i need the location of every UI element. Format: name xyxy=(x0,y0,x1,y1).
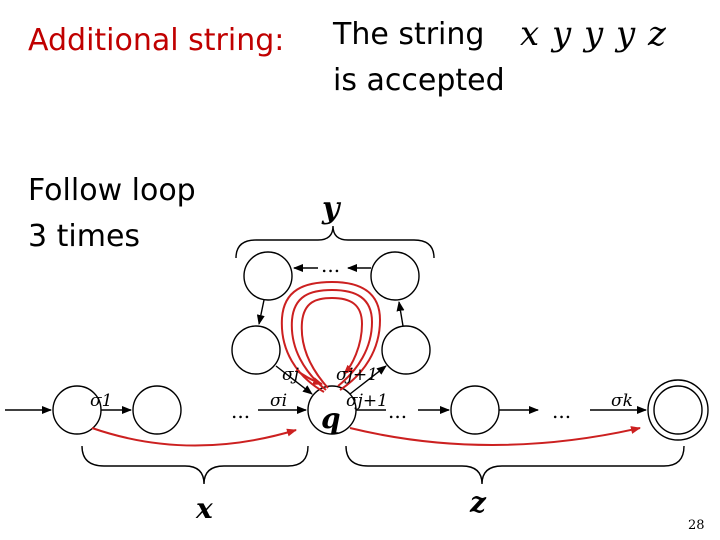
string-xyyyz: x y y y z xyxy=(520,14,666,54)
additional-string-label: Additional string: xyxy=(28,23,285,58)
accepted-line-1: The string xyxy=(333,17,485,52)
label-sigma-j: σj xyxy=(282,365,300,385)
bottom-brace-z xyxy=(345,445,685,485)
label-sigma-k: σk xyxy=(611,391,633,411)
label-sigma-j1-top: σj+1 xyxy=(336,365,378,385)
ellipsis-loop: ... xyxy=(321,253,340,277)
arrow-left-top-to-left-bottom xyxy=(256,299,265,325)
arrow-q-to-right-bottom xyxy=(349,365,387,395)
page-number: 28 xyxy=(688,518,705,533)
arrow-left-bottom-to-q xyxy=(275,365,313,395)
label-y: y xyxy=(321,191,342,226)
ellipsis-left: ... xyxy=(231,399,250,423)
bottom-brace-x xyxy=(81,445,309,485)
loop-state-left-top xyxy=(243,251,293,301)
red-loop-1 xyxy=(280,280,382,393)
label-z: z xyxy=(469,486,487,519)
accepted-line-2: is accepted xyxy=(333,63,505,98)
follow-loop-line-1: Follow loop xyxy=(28,173,196,208)
arrow-right-bottom-to-right-top xyxy=(396,301,405,327)
red-loop-3 xyxy=(300,296,364,389)
red-path-z xyxy=(349,426,641,446)
follow-loop-line-2: 3 times xyxy=(28,219,141,254)
loop-state-left-bottom xyxy=(231,325,281,375)
label-sigma-1: σ1 xyxy=(90,391,112,411)
label-x: x xyxy=(195,492,213,525)
state-4 xyxy=(450,385,500,435)
label-sigma-j1-bottom: σj+1 xyxy=(346,391,388,411)
state-final-inner xyxy=(653,385,703,435)
red-path-into-loop xyxy=(295,369,323,385)
state-2 xyxy=(132,385,182,435)
top-brace xyxy=(235,225,435,259)
red-path-x xyxy=(91,427,297,447)
ellipsis-mid: ... xyxy=(388,399,407,423)
loop-state-right-top xyxy=(370,251,420,301)
label-q: q xyxy=(321,402,341,435)
loop-state-right-bottom xyxy=(381,325,431,375)
ellipsis-right: ... xyxy=(552,399,571,423)
red-loop-2 xyxy=(290,288,374,391)
label-sigma-i: σi xyxy=(270,391,287,411)
